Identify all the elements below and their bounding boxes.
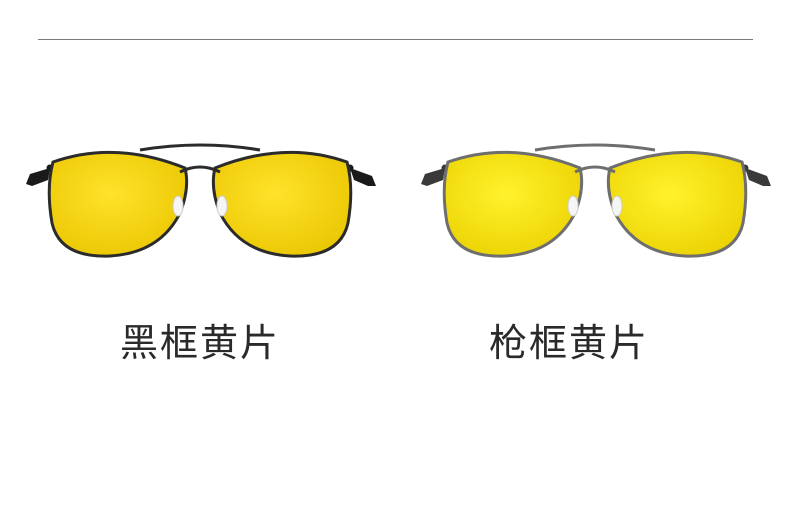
right-lens	[606, 150, 748, 258]
black-frame-sunglasses-icon	[26, 143, 376, 258]
caption-black-frame: 黑框黄片	[119, 321, 280, 365]
left-temple	[26, 168, 50, 186]
bridge	[574, 165, 616, 174]
right-temple	[745, 168, 771, 186]
top-bar	[534, 143, 656, 152]
right-temple	[350, 168, 376, 186]
top-bar	[139, 143, 261, 152]
right-lens	[211, 150, 353, 258]
product-black-frame: 黑框黄片	[26, 143, 376, 365]
left-lens	[47, 150, 189, 258]
caption-gunmetal-frame: 枪框黄片	[488, 321, 649, 365]
left-temple	[421, 168, 445, 186]
product-gunmetal-frame: 枪框黄片	[395, 0, 790, 515]
bridge	[179, 165, 221, 174]
left-lens	[442, 150, 584, 258]
top-divider	[38, 39, 753, 40]
gunmetal-frame-sunglasses-icon	[421, 143, 771, 258]
